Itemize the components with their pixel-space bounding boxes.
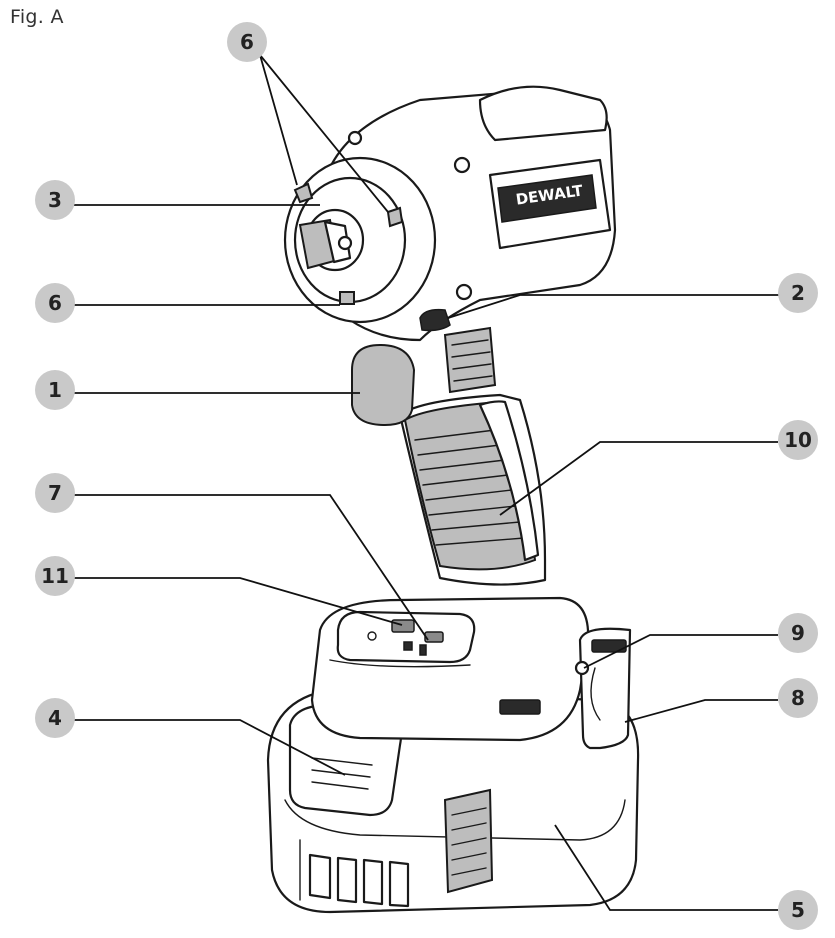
callout-10: 10 bbox=[499, 420, 818, 516]
callout-label: 2 bbox=[791, 281, 805, 305]
callout-label: 7 bbox=[48, 481, 62, 505]
callout-9: 9 bbox=[583, 613, 818, 669]
tool-base bbox=[310, 596, 632, 750]
callout-1: 1 bbox=[35, 370, 360, 410]
callout-7: 7 bbox=[35, 473, 429, 641]
callout-5: 5 bbox=[554, 824, 818, 930]
tool-handle bbox=[398, 393, 547, 586]
callout-6-left: 6 bbox=[35, 283, 340, 323]
callout-label: 9 bbox=[791, 621, 805, 645]
callout-2: 2 bbox=[447, 273, 818, 319]
callout-4: 4 bbox=[35, 698, 346, 776]
vent-lines bbox=[451, 807, 487, 876]
grip-ribs bbox=[414, 429, 525, 546]
callout-11: 11 bbox=[35, 556, 403, 626]
callout-label: 6 bbox=[48, 291, 62, 315]
callout-label: 10 bbox=[784, 428, 812, 452]
callout-label: 8 bbox=[791, 686, 805, 710]
callout-label: 4 bbox=[48, 706, 62, 730]
callout-label: 11 bbox=[41, 564, 69, 588]
callout-6-top: 6 bbox=[227, 22, 389, 213]
tool-illustration: DEWALT bbox=[266, 85, 640, 914]
nose-anvil bbox=[283, 156, 437, 324]
trigger bbox=[351, 343, 416, 427]
battery-pack bbox=[266, 688, 640, 914]
callout-label: 6 bbox=[240, 30, 254, 54]
figure-title: Fig. A bbox=[10, 6, 64, 28]
callout-3: 3 bbox=[35, 180, 320, 220]
callout-8: 8 bbox=[624, 678, 818, 723]
callout-label: 3 bbox=[48, 188, 62, 212]
callout-label: 5 bbox=[791, 898, 805, 922]
callout-label: 1 bbox=[48, 378, 62, 402]
